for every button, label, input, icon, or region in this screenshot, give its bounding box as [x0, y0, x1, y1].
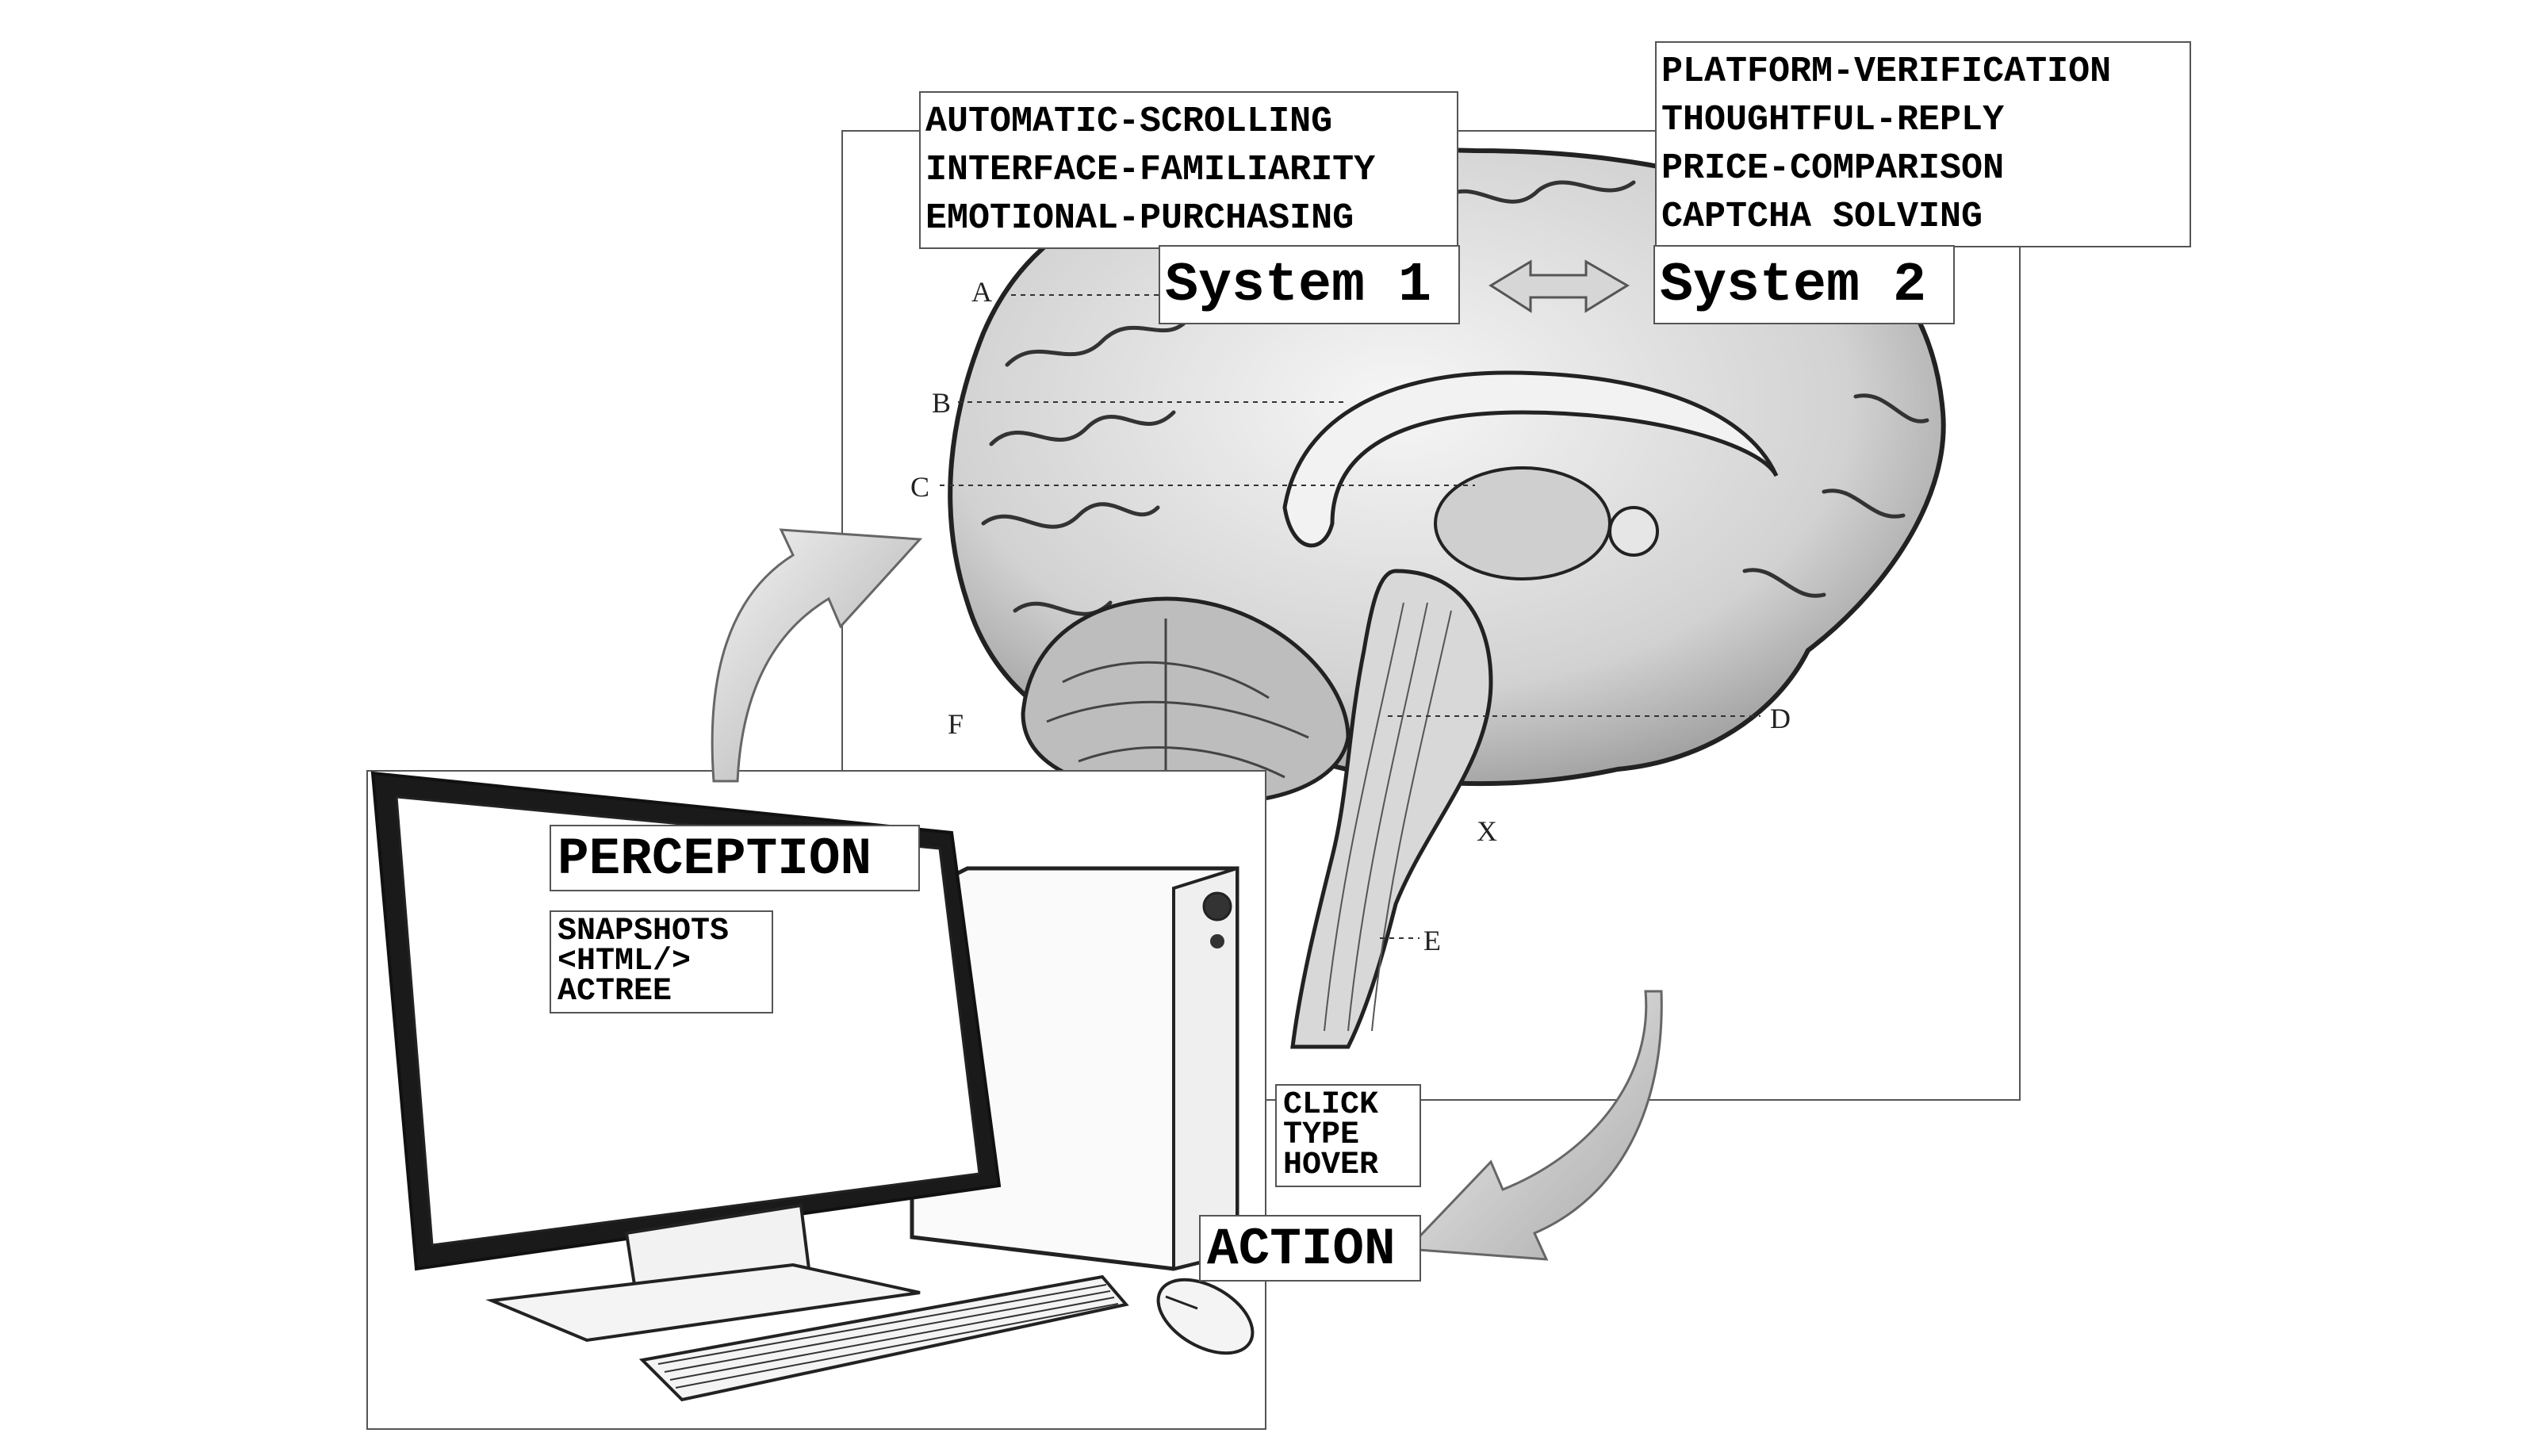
system2-title: System 2 [1653, 245, 1955, 324]
brain-letter-b: B [932, 387, 952, 419]
brain-letter-d: D [1770, 703, 1791, 734]
system2-item: PRICE-COMPARISON [1661, 148, 2005, 189]
system1-title: System 1 [1159, 245, 1460, 324]
action-item: TYPE [1283, 1117, 1360, 1153]
system1-list: AUTOMATIC-SCROLLING INTERFACE-FAMILIARIT… [919, 91, 1458, 249]
thalamus [1434, 466, 1611, 580]
perception-list: SNAPSHOTS <HTML/> ACTREE [550, 910, 773, 1013]
desktop-computer-illustration [370, 771, 1255, 1402]
action-title: ACTION [1199, 1215, 1421, 1282]
brain-letter-f: F [948, 708, 964, 740]
monitor-base [485, 1263, 921, 1343]
power-button-icon [1202, 891, 1232, 921]
system1-item: EMOTIONAL-PURCHASING [925, 198, 1354, 239]
reset-button-icon [1210, 934, 1224, 948]
keyboard [638, 1274, 1129, 1402]
system2-item: THOUGHTFUL-REPLY [1661, 100, 2005, 140]
system1-item: AUTOMATIC-SCROLLING [925, 102, 1333, 142]
system2-item: CAPTCHA SOLVING [1661, 197, 1983, 237]
system2-item: PLATFORM-VERIFICATION [1661, 52, 2112, 92]
system1-item: INTERFACE-FAMILIARITY [925, 150, 1376, 190]
perception-item: SNAPSHOTS [557, 914, 730, 949]
action-item: CLICK [1283, 1087, 1379, 1123]
perception-title: PERCEPTION [550, 825, 920, 891]
action-list: CLICK TYPE HOVER [1275, 1084, 1421, 1187]
keyboard-keys [657, 1284, 1119, 1389]
corpus-callosum [1282, 370, 1779, 548]
brain-letter-x: X [1477, 815, 1497, 847]
action-item: HOVER [1283, 1148, 1379, 1183]
brain-letter-a: A [971, 276, 992, 308]
pineal-gland [1608, 506, 1659, 557]
perception-item: ACTREE [557, 974, 672, 1010]
brain-letter-c: C [910, 471, 930, 503]
leader-lines [940, 294, 1760, 939]
double-arrow-icon [1488, 259, 1630, 313]
perception-arrow [711, 528, 923, 783]
brainstem [1290, 569, 1493, 1049]
brain-letter-e: E [1423, 925, 1441, 956]
cerebellum-folds [1046, 619, 1309, 793]
system2-list: PLATFORM-VERIFICATION THOUGHTFUL-REPLY P… [1655, 41, 2191, 247]
mouse [1156, 1278, 1255, 1355]
perception-item: <HTML/> [557, 944, 692, 979]
brainstem-fibers [1324, 602, 1452, 1032]
action-arrow [1404, 990, 1663, 1261]
